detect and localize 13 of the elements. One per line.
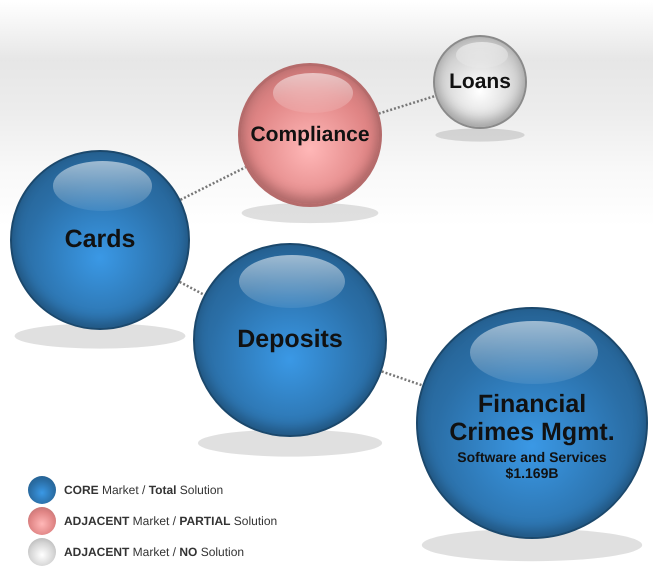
node-title: Deposits xyxy=(237,326,343,354)
node-subtitle: Software and Services $1.169B xyxy=(456,450,608,481)
node-title: Cards xyxy=(64,226,136,254)
dotted-connector xyxy=(179,280,205,296)
legend-text: ADJACENT Market / PARTIAL Solution xyxy=(64,514,278,528)
legend-text: ADJACENT Market / NO Solution xyxy=(64,545,244,559)
legend-text: CORE Market / Total Solution xyxy=(64,483,224,497)
dotted-connector xyxy=(180,166,246,201)
node-title: Financial Crimes Mgmt. xyxy=(448,391,616,446)
dotted-connector xyxy=(378,94,436,115)
dotted-connector xyxy=(381,370,423,387)
node-title: Loans xyxy=(449,70,511,94)
node-title: Compliance xyxy=(250,123,370,147)
